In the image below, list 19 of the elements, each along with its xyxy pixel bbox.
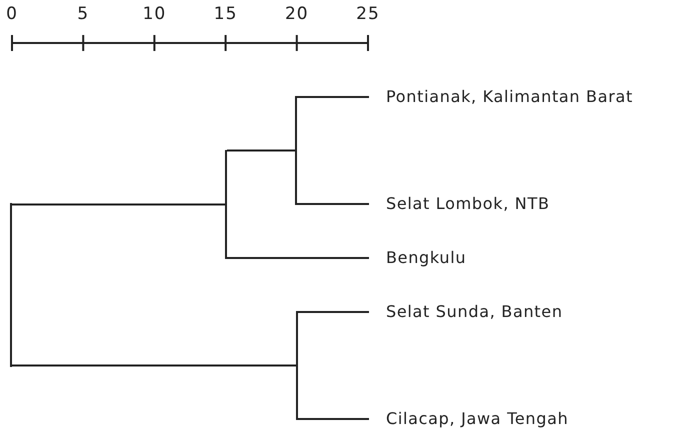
scale-value: 15 [214, 4, 238, 24]
scale-value: 20 [284, 4, 309, 24]
dendrogram-branch-line [297, 203, 369, 205]
dendrogram-branch-line [298, 311, 369, 313]
dendrogram-branch-line [12, 364, 296, 366]
dendrogram-branch-line [297, 96, 369, 98]
leaf-label: Selat Sunda, Banten [369, 301, 563, 323]
dendrogram-branch-line [298, 418, 369, 420]
scale-value: 5 [77, 4, 90, 24]
dendrogram-branch-line [227, 257, 369, 259]
leaf-label: Bengkulu [369, 247, 466, 269]
leaf-label: Pontianak, Kalimantan Barat [369, 86, 633, 108]
leaf-label: Cilacap, Jawa Tengah [369, 408, 568, 430]
dendrogram-branch-line [12, 204, 225, 206]
dendrogram-branch-line [227, 150, 295, 152]
leaf-label: Selat Lombok, NTB [369, 193, 550, 215]
scale-value: 25 [356, 4, 380, 24]
scale-value: 0 [6, 4, 18, 24]
scale-value: 10 [142, 4, 166, 24]
